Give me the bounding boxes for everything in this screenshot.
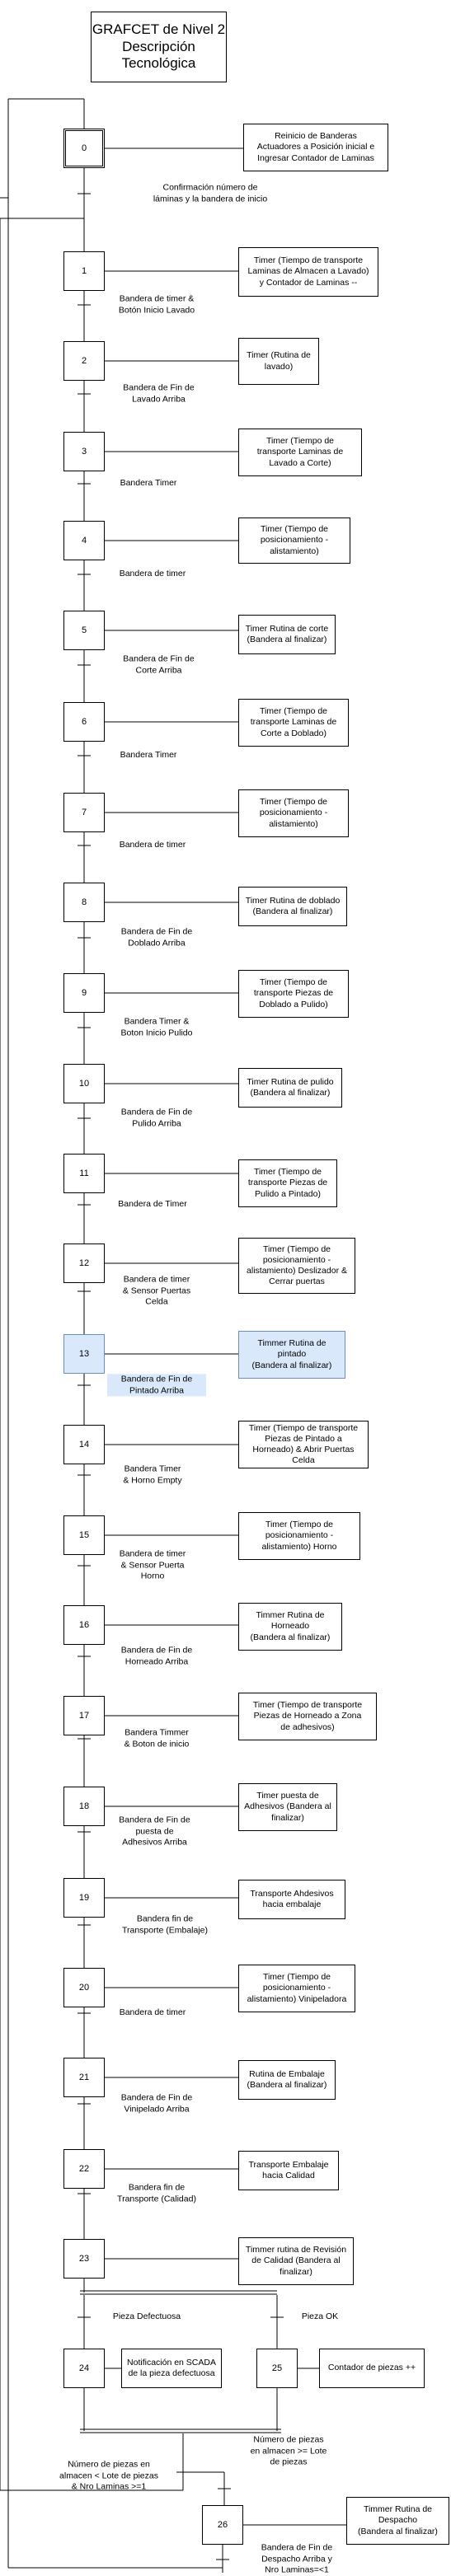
transition-label: Pieza Defectuosa [112, 2311, 181, 2322]
action-box-2: Timer (Rutina de lavado) [238, 338, 319, 385]
transition-label: Bandera Timer & Horno Empty [123, 1464, 182, 1485]
action-box-7: Timer (Tiempo de posicionamiento - alist… [238, 789, 349, 837]
diagram-title: GRAFCET de Nivel 2 Descripción Tecnológi… [91, 12, 227, 82]
step-15: 15 [63, 1515, 105, 1555]
step-7: 7 [63, 793, 105, 832]
action-box-8: Timer Rutina de doblado (Bandera al fina… [238, 887, 347, 926]
transition-label: Confirmación número de láminas y la band… [153, 182, 268, 204]
transition-label: Bandera Timmer & Boton de inicio [124, 1727, 190, 1749]
action-box-6: Timer (Tiempo de transporte Laminas de C… [238, 699, 349, 747]
transition-label: Bandera Timer [120, 750, 177, 761]
step-25: 25 [256, 2349, 298, 2388]
step-0: 0 [63, 129, 105, 168]
transition-label: Bandera de timer & Botón Inicio Lavado [118, 293, 195, 315]
transition-label: Bandera de Fin de Corte Arriba [123, 653, 195, 675]
action-box-10: Timer Rutina de pulido (Bandera al final… [238, 1068, 342, 1108]
step-16: 16 [63, 1605, 105, 1645]
action-box-0: Reinicio de Banderas Actuadores a Posici… [243, 124, 388, 171]
action-box-25: Contador de piezas ++ [319, 2349, 425, 2388]
step-3: 3 [63, 432, 105, 471]
action-box-3: Timer (Tiempo de transporte Laminas de L… [238, 429, 362, 476]
transition-label: Bandera fin de Transporte (Calidad) [117, 2182, 196, 2204]
action-box-26: Timmer Rutina de Despacho (Bandera al fi… [346, 2497, 449, 2545]
transition-label: Bandera fin de Transporte (Embalaje) [121, 1913, 209, 1935]
action-box-12: Timer (Tiempo de posicionamiento - alist… [238, 1238, 355, 1294]
transition-label: Bandera de Fin de puesta de Adhesivos Ar… [119, 1815, 190, 1848]
transition-label: Bandera Timer [120, 478, 177, 489]
action-box-1: Timer (Tiempo de transporte Laminas de A… [238, 247, 378, 297]
step-13: 13 [63, 1334, 105, 1374]
step-9: 9 [63, 973, 105, 1013]
action-box-15: Timer (Tiempo de posicionamiento - alist… [238, 1512, 360, 1560]
step-22: 22 [63, 2149, 105, 2189]
transition-label: Bandera de timer [119, 2007, 186, 2018]
action-box-14: Timer (Tiempo de transporte Piezas de Pi… [238, 1421, 369, 1468]
transition-label: Bandera de Timer [118, 1199, 187, 1210]
step-12: 12 [63, 1244, 105, 1283]
step-21: 21 [63, 2058, 105, 2097]
step-2: 2 [63, 341, 105, 381]
step-8: 8 [63, 883, 105, 922]
action-box-20: Timer (Tiempo de posicionamiento - alist… [238, 1965, 355, 2012]
transition-label: Bandera de timer & Sensor Puerta Horno [119, 1548, 186, 1581]
action-box-9: Timer (Tiempo de transporte Piezas de Do… [238, 970, 349, 1018]
transition-label: Bandera de timer [119, 840, 186, 850]
action-box-16: Timmer Rutina de Horneado (Bandera al fi… [238, 1603, 342, 1651]
action-box-17: Timer (Tiempo de transporte Piezas de Ho… [238, 1693, 377, 1740]
action-box-4: Timer (Tiempo de posicionamiento - alist… [238, 518, 350, 564]
step-14: 14 [63, 1425, 105, 1464]
step-23: 23 [63, 2239, 105, 2279]
action-box-24: Notificación en SCADA de la pieza defect… [121, 2349, 222, 2388]
step-20: 20 [63, 1968, 105, 2007]
transition-label: Bandera de Fin de Horneado Arriba [120, 1645, 193, 1666]
transition-label: Número de piezas en almacen >= Lote de p… [250, 2434, 327, 2467]
step-5: 5 [63, 611, 105, 650]
transition-label: Bandera de Fin de Despacho Arriba y Nro … [261, 2542, 333, 2575]
action-box-21: Rutina de Embalaje (Bandera al finalizar… [238, 2060, 336, 2100]
transition-label: Bandera Timer & Boton Inicio Pulido [120, 1016, 193, 1037]
action-box-11: Timer (Tiempo de transporte Piezas de Pu… [238, 1159, 337, 1207]
transition-label: Pieza OK [301, 2311, 339, 2322]
step-10: 10 [63, 1064, 105, 1103]
transition-label: Bandera de timer [119, 569, 186, 579]
step-19: 19 [63, 1878, 105, 1918]
transition-label: Número de piezas en almacen < Lote de pi… [59, 2459, 158, 2492]
transition-label: Bandera de Fin de Lavado Arriba [123, 382, 195, 404]
transition-label: Bandera de Fin de Vinipelado Arriba [120, 2092, 193, 2114]
transition-label: Bandera de Fin de Pulido Arriba [120, 1107, 193, 1128]
step-24: 24 [63, 2349, 105, 2388]
transition-label: Bandera de timer & Sensor Puertas Celda [122, 1274, 191, 1307]
action-box-23: Timmer rutina de Revisión de Calidad (Ba… [238, 2237, 354, 2285]
step-1: 1 [63, 251, 105, 291]
transition-label: Bandera de Fin de Doblado Arriba [120, 926, 193, 948]
action-box-13: Timmer Rutina de pintado (Bandera al fin… [238, 1331, 345, 1379]
action-box-19: Transporte Ahdesivos hacia embalaje [238, 1880, 345, 1919]
step-11: 11 [63, 1154, 105, 1193]
action-box-5: Timer Rutina de corte (Bandera al finali… [238, 615, 336, 654]
step-6: 6 [63, 702, 105, 742]
step-18: 18 [63, 1787, 105, 1826]
action-box-18: Timer puesta de Adhesivos (Bandera al fi… [238, 1783, 337, 1831]
step-26: 26 [202, 2505, 243, 2545]
step-17: 17 [63, 1696, 105, 1735]
action-box-22: Transporte Embalaje hacia Calidad [238, 2151, 339, 2190]
step-4: 4 [63, 521, 105, 560]
transition-label: Bandera de Fin de Pintado Arriba [107, 1374, 206, 1397]
